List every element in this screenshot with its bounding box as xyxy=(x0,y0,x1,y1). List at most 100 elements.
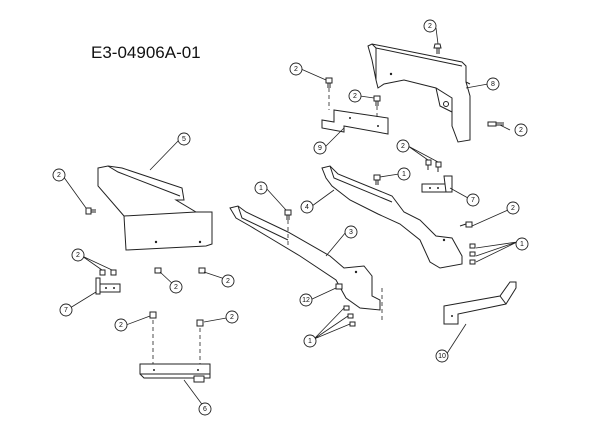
bolt-icon xyxy=(425,159,442,172)
callout-number: 2 xyxy=(119,322,123,329)
callout-circle xyxy=(254,181,268,195)
callout-circle xyxy=(225,310,239,324)
callout-circle xyxy=(397,167,411,181)
callout-circle xyxy=(423,19,437,33)
callout-number: 2 xyxy=(294,66,298,73)
callout-2: 2 xyxy=(169,280,183,294)
callout-circle xyxy=(514,123,528,137)
callout-number: 2 xyxy=(401,143,405,150)
callout-circle xyxy=(515,237,529,251)
callout-circle xyxy=(466,193,480,207)
callout-2: 2 xyxy=(221,274,235,288)
callout-1: 1 xyxy=(515,237,529,251)
callout-number: 2 xyxy=(230,314,234,321)
callout-1: 1 xyxy=(397,167,411,181)
callout-number: 2 xyxy=(353,93,357,100)
callout-10: 10 xyxy=(435,349,449,363)
callout-2: 2 xyxy=(514,123,528,137)
bolt-icon xyxy=(459,221,476,265)
callout-1: 1 xyxy=(303,334,317,348)
callout-2: 2 xyxy=(114,318,128,332)
part-10-bracket xyxy=(443,281,517,325)
callout-circle xyxy=(299,293,313,307)
bolt-icon xyxy=(373,174,381,185)
callout-circle xyxy=(303,334,317,348)
callout-2: 2 xyxy=(289,62,303,76)
callout-8: 8 xyxy=(486,77,500,91)
callout-circle xyxy=(435,349,449,363)
callout-circle xyxy=(169,280,183,294)
callout-2: 2 xyxy=(423,19,437,33)
part-9-bracket xyxy=(321,109,389,135)
callout-number: 6 xyxy=(203,406,207,413)
part-8-rear-shield xyxy=(367,43,471,143)
callout-2: 2 xyxy=(348,89,362,103)
part-5-side-shield xyxy=(97,165,213,251)
callout-circle xyxy=(486,77,500,91)
callout-2: 2 xyxy=(225,310,239,324)
callout-circle xyxy=(52,168,66,182)
leader-lines xyxy=(62,27,518,408)
callout-circle xyxy=(289,62,303,76)
part-4-side-rail xyxy=(321,165,463,269)
callout-number: 5 xyxy=(182,136,186,143)
bolt-icon xyxy=(99,269,117,276)
callout-2: 2 xyxy=(396,139,410,153)
diagram-code: E3-04906A-01 xyxy=(91,43,201,62)
callout-number: 1 xyxy=(308,338,312,345)
callout-number: 3 xyxy=(349,229,353,236)
part-7-bracket-left xyxy=(95,277,121,295)
callout-circle xyxy=(71,248,85,262)
callout-6: 6 xyxy=(198,402,212,416)
nut-icon xyxy=(154,267,206,274)
bolt-icon xyxy=(487,121,504,127)
callout-number: 7 xyxy=(471,197,475,204)
bolt-icon xyxy=(284,209,292,220)
callout-number: 1 xyxy=(259,185,263,192)
callout-number: 1 xyxy=(402,171,406,178)
callout-number: 12 xyxy=(302,297,310,304)
callout-circle xyxy=(221,274,235,288)
callout-9: 9 xyxy=(313,141,327,155)
callout-circle xyxy=(348,89,362,103)
callout-number: 9 xyxy=(318,145,322,152)
callout-number: 2 xyxy=(174,284,178,291)
callout-number: 2 xyxy=(76,252,80,259)
callout-7: 7 xyxy=(59,303,73,317)
callout-number: 7 xyxy=(64,307,68,314)
callout-circle xyxy=(198,402,212,416)
callout-2: 2 xyxy=(490,29,494,36)
callout-number: 2 xyxy=(519,127,523,134)
bolt-icon xyxy=(373,95,381,106)
part-7-bracket-right xyxy=(421,175,453,193)
bolt-icon xyxy=(85,207,96,215)
callout-7: 7 xyxy=(466,193,480,207)
callout-number: 10 xyxy=(438,353,446,360)
callout-number: 4 xyxy=(305,204,309,211)
bolt-icon xyxy=(149,311,204,327)
callout-circle xyxy=(506,201,520,215)
bolt-icon xyxy=(433,43,442,54)
callout-number: 1 xyxy=(520,241,524,248)
callout-circle xyxy=(300,200,314,214)
callout-2: 2 xyxy=(71,248,85,262)
callout-number: 8 xyxy=(491,81,495,88)
callout-circle xyxy=(396,139,410,153)
callout-1: 1 xyxy=(254,181,268,195)
callout-4: 4 xyxy=(300,200,314,214)
callout-circle xyxy=(177,132,191,146)
callout-number: 2 xyxy=(57,172,61,179)
callout-number: 2 xyxy=(511,205,515,212)
callout-group: 22822925172142312227122211062 xyxy=(52,19,529,416)
callout-2: 2 xyxy=(506,201,520,215)
callout-circle xyxy=(344,225,358,239)
callout-circle xyxy=(59,303,73,317)
bolt-icon xyxy=(325,77,333,88)
callout-12: 12 xyxy=(299,293,313,307)
callout-number: 2 xyxy=(226,278,230,285)
callout-5: 5 xyxy=(177,132,191,146)
callout-3: 3 xyxy=(344,225,358,239)
callout-number: 2 xyxy=(428,23,432,30)
